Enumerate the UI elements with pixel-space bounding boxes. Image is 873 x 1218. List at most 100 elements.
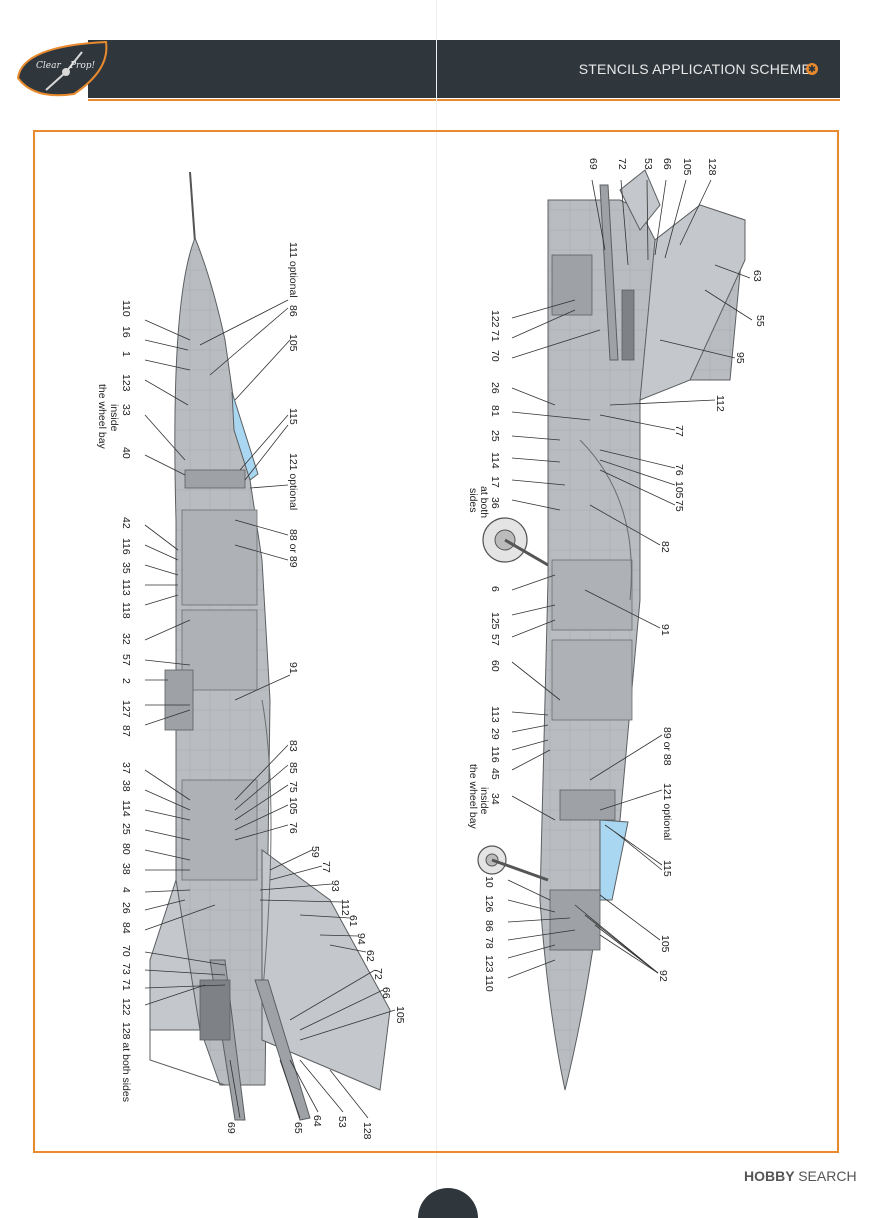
- right-callout-label: 78: [483, 937, 495, 949]
- right-callout-label: 91: [659, 624, 671, 636]
- left-callout-label: 69: [225, 1122, 237, 1134]
- right-callout-label: 53: [642, 158, 654, 170]
- right-callout-label: 128: [706, 158, 718, 176]
- left-callout-label: 118: [120, 602, 132, 619]
- right-callout-label: 63: [751, 270, 763, 282]
- right-callout-label: 115: [661, 860, 673, 877]
- left-callout-label: 40: [120, 447, 132, 459]
- right-callout-label: the wheel bay: [467, 764, 479, 829]
- header-band: [88, 40, 840, 101]
- right-callout-label: inside: [478, 787, 490, 815]
- left-callout-label: 38: [120, 780, 132, 792]
- left-callout-label: 76: [287, 822, 299, 834]
- right-callout-label: 69: [587, 158, 599, 170]
- right-callout-label: 123: [483, 955, 495, 973]
- right-callout-label: 92: [657, 970, 669, 982]
- right-callout-label: 114: [489, 452, 501, 469]
- left-callout-label: 91: [287, 662, 299, 674]
- left-callout-label: 77: [320, 861, 332, 873]
- left-callout-label: 65: [292, 1122, 304, 1134]
- right-callout-label: 34: [489, 793, 501, 805]
- right-callout-label: 116: [489, 746, 501, 763]
- left-callout-label: 1: [120, 351, 132, 357]
- left-callout-label: inside: [108, 404, 120, 432]
- left-aircraft-side-view: [149, 171, 391, 1121]
- left-callout-label: 121 optional: [287, 453, 299, 511]
- right-callout-label: 112: [714, 395, 726, 412]
- left-callout-label: 71: [120, 979, 132, 991]
- left-callout-label: 128: [361, 1122, 373, 1140]
- left-callout-label: 32: [120, 633, 132, 645]
- right-callout-label: sides: [467, 488, 479, 513]
- left-callout-label: 26: [120, 902, 132, 914]
- left-callout-label: 111 optional: [287, 242, 299, 298]
- left-callout-label: 61: [347, 915, 359, 927]
- left-callout-label: 93: [329, 880, 341, 892]
- logo-text-1: Clear: [36, 61, 61, 71]
- left-callout-label: 80: [120, 843, 132, 855]
- right-callout-label: 121 optional: [661, 783, 673, 841]
- right-callout-label: 86: [483, 920, 495, 932]
- left-callout-label: 116: [120, 538, 132, 555]
- left-callout-label: 64: [311, 1115, 323, 1127]
- left-callout-label: 127: [120, 700, 132, 718]
- right-callout-label: 77: [673, 425, 685, 437]
- left-callout-label: 38: [120, 863, 132, 875]
- right-callout-label: 126: [483, 895, 495, 913]
- right-callout-label: 6: [489, 586, 501, 592]
- left-callout-label: 83: [287, 740, 299, 752]
- left-callout-label: 66: [380, 987, 392, 999]
- left-callout-label: 72: [372, 968, 384, 980]
- left-callout-label: 86: [287, 305, 299, 317]
- right-callout-label: 105: [681, 158, 693, 176]
- right-callout-label: 25: [489, 430, 501, 442]
- left-callout-label: 112: [339, 899, 351, 916]
- left-callout-label: 94: [355, 933, 367, 945]
- left-callout-label: 115: [287, 408, 299, 425]
- left-callout-label: 53: [336, 1116, 348, 1128]
- left-callout-label: 57: [120, 654, 132, 666]
- left-callout-label: 122: [120, 998, 132, 1016]
- left-callout-label: 110: [120, 300, 132, 317]
- clear-prop-logo: Clear Prop!: [14, 38, 114, 105]
- right-callout-label: 72: [616, 158, 628, 170]
- left-callout-label: 105: [287, 334, 299, 352]
- left-callout-label: 85: [287, 762, 299, 774]
- left-callout-label: 62: [364, 950, 376, 962]
- left-callout-label: 88 or 89: [287, 529, 299, 568]
- left-callout-label: 75: [287, 781, 299, 793]
- hobbysearch-watermark: HOBBY SEARCH: [744, 1168, 857, 1184]
- page-fold-line: [436, 0, 437, 1200]
- left-callout-label: 25: [120, 823, 132, 835]
- right-callout-label: 57: [489, 634, 501, 646]
- left-callout-label: 16: [120, 326, 132, 338]
- right-callout-label: 75: [673, 500, 685, 512]
- left-callout-label: 59: [309, 846, 321, 858]
- left-callout-label: 2: [120, 678, 132, 684]
- header-dot-icon: ✱: [806, 63, 818, 75]
- left-callout-label: 84: [120, 922, 132, 934]
- right-callout-label: 105: [659, 935, 671, 953]
- right-callout-label: 71: [489, 330, 501, 342]
- right-callout-label: 36: [489, 497, 501, 509]
- left-callout-label: 70: [120, 945, 132, 957]
- watermark-suffix: SEARCH: [798, 1168, 857, 1184]
- right-callout-label: 125: [489, 612, 501, 630]
- right-callout-label: 29: [489, 728, 501, 740]
- watermark-brand: HOBBY: [744, 1168, 795, 1184]
- right-callout-label: 70: [489, 350, 501, 362]
- right-callout-label: 45: [489, 768, 501, 780]
- page-header: Clear Prop! STENCILS APPLICATION SCHEME …: [0, 0, 873, 110]
- left-callout-label: the wheel bay: [96, 384, 108, 449]
- left-callout-label: 4: [120, 887, 132, 893]
- right-aircraft-side-view: [477, 169, 746, 1091]
- left-callout-label: 128 at both sides: [120, 1022, 132, 1102]
- right-callout-label: 17: [489, 476, 501, 488]
- right-callout-label: 26: [489, 382, 501, 394]
- left-callout-label: 33: [120, 404, 132, 416]
- left-callout-label: 87: [120, 725, 132, 737]
- scheme-frame: [33, 130, 839, 1153]
- left-callout-label: 113: [120, 579, 132, 596]
- right-callout-label: 122: [489, 310, 501, 328]
